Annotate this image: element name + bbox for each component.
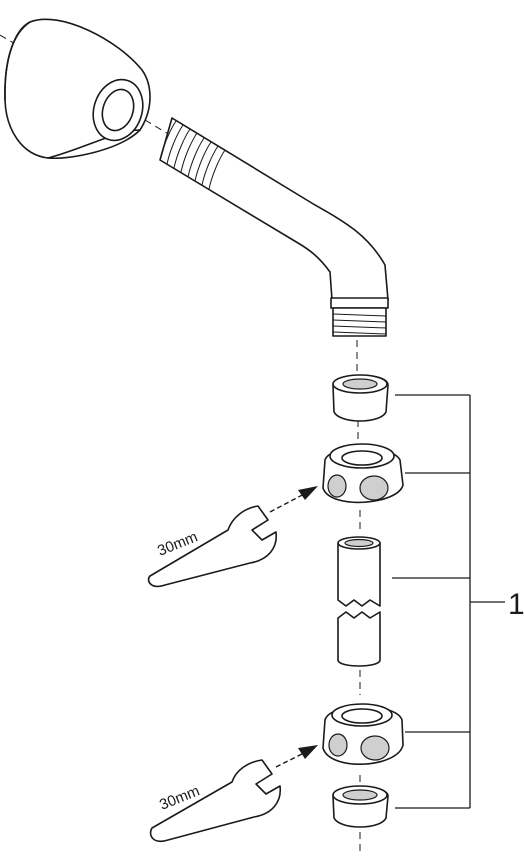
wall-flange xyxy=(4,18,151,160)
axis-lines xyxy=(0,34,361,856)
callout-bracket: 1 xyxy=(392,394,524,809)
wrench-upper: 30mm xyxy=(147,505,277,588)
arrow-lower xyxy=(275,745,318,768)
upper-compression-ring xyxy=(332,374,389,422)
shower-arm xyxy=(159,117,389,337)
upper-union-nut xyxy=(322,443,404,504)
wrench-lower: 30mm xyxy=(149,759,281,842)
arrow-upper xyxy=(269,486,318,513)
lower-union-nut xyxy=(322,703,404,766)
callout-number: 1 xyxy=(508,588,524,621)
lower-compression-ring xyxy=(332,785,389,828)
pipe-segment xyxy=(337,536,381,667)
